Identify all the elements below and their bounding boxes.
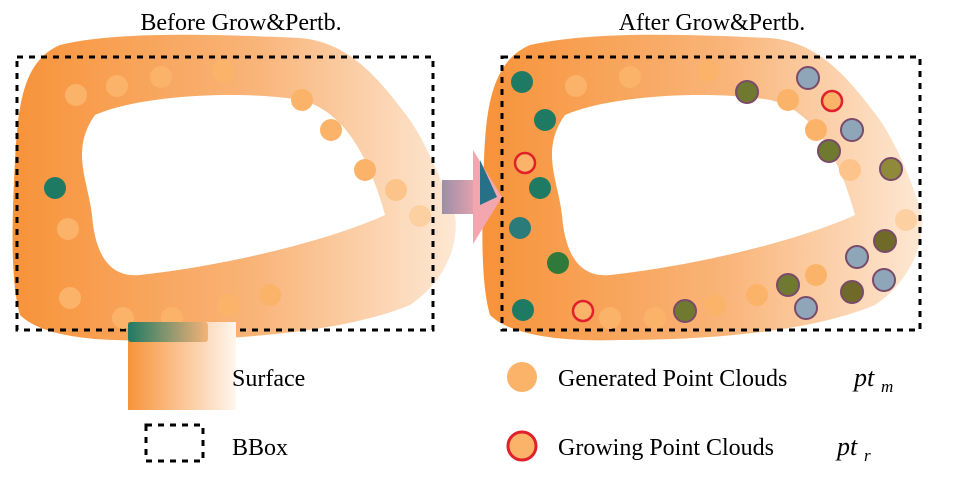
- generated-point: [212, 60, 234, 82]
- generated-point: [385, 179, 407, 201]
- perturbed-point: [794, 296, 818, 320]
- legend-generated-subscript: m: [881, 377, 893, 396]
- perturbed-point: [840, 118, 864, 142]
- generated-point: [565, 75, 587, 97]
- generated-point: [150, 66, 172, 88]
- generated-point: [599, 307, 621, 329]
- before-points: [44, 60, 431, 329]
- legend-bbox: BBox: [144, 423, 288, 463]
- growing-point: [571, 299, 595, 323]
- growing-point-swatch: [506, 430, 538, 462]
- growing-point: [820, 89, 844, 113]
- generated-point: [805, 119, 827, 141]
- perturbed-point: [673, 299, 697, 323]
- after-bbox: [500, 55, 922, 332]
- generated-point: [409, 205, 431, 227]
- generated-point: [644, 307, 666, 329]
- generated-point: [106, 75, 128, 97]
- legend-generated-label: Generated Point Clouds: [558, 366, 787, 392]
- legend-growing: Growing Point Clouds pt r: [506, 430, 871, 465]
- perturbed-point: [840, 280, 864, 304]
- generated-point: [320, 119, 342, 141]
- after-surface: [482, 34, 923, 341]
- generated-point: [354, 159, 376, 181]
- generated-point: [217, 294, 239, 316]
- generated-point: [259, 284, 281, 306]
- perturbed-point: [845, 245, 869, 269]
- surface-point: [547, 252, 569, 274]
- generated-point: [777, 89, 799, 111]
- generated-point: [619, 66, 641, 88]
- generated-point: [839, 159, 861, 181]
- legend-surface-label: Surface: [232, 366, 305, 392]
- legend-growing-subscript: r: [864, 446, 871, 465]
- generated-point: [697, 60, 719, 82]
- after-panel-title: After Grow&Pertb.: [619, 10, 806, 36]
- generated-point: [57, 218, 79, 240]
- surface-point: [44, 177, 66, 199]
- surface-swatch-top: [128, 322, 208, 342]
- generated-point: [704, 294, 726, 316]
- surface-point: [529, 177, 551, 199]
- perturbed-point: [873, 229, 897, 253]
- legend-generated-symbol: pt: [852, 363, 875, 392]
- surface-point: [534, 109, 556, 131]
- legend-bbox-label: BBox: [232, 435, 288, 461]
- before-panel-title: Before Grow&Pertb.: [140, 10, 341, 36]
- surface-point: [511, 71, 533, 93]
- surface-point: [512, 299, 534, 321]
- legend-generated: Generated Point Clouds pt m: [507, 362, 893, 396]
- perturbed-point: [735, 80, 759, 104]
- legend-growing-label: Growing Point Clouds: [558, 435, 774, 461]
- growing-point: [513, 151, 537, 175]
- perturbed-point: [796, 66, 820, 90]
- legend-surface: Surface: [128, 322, 305, 410]
- before-surface: [12, 34, 456, 341]
- generated-point-swatch: [507, 362, 537, 392]
- generated-point: [895, 209, 917, 231]
- bbox-swatch: [144, 423, 205, 463]
- perturbed-point: [776, 273, 800, 297]
- perturbed-point: [872, 268, 896, 292]
- perturbed-point: [817, 139, 841, 163]
- before-bbox: [15, 55, 435, 332]
- generated-point: [59, 287, 81, 309]
- generated-point: [291, 89, 313, 111]
- transition-arrow: [442, 150, 502, 244]
- surface-point: [509, 217, 531, 239]
- generated-point: [805, 264, 827, 286]
- generated-point: [65, 84, 87, 106]
- generated-point: [746, 284, 768, 306]
- legend-growing-symbol: pt: [835, 432, 858, 461]
- perturbed-point: [879, 157, 903, 181]
- after-points: [509, 60, 917, 329]
